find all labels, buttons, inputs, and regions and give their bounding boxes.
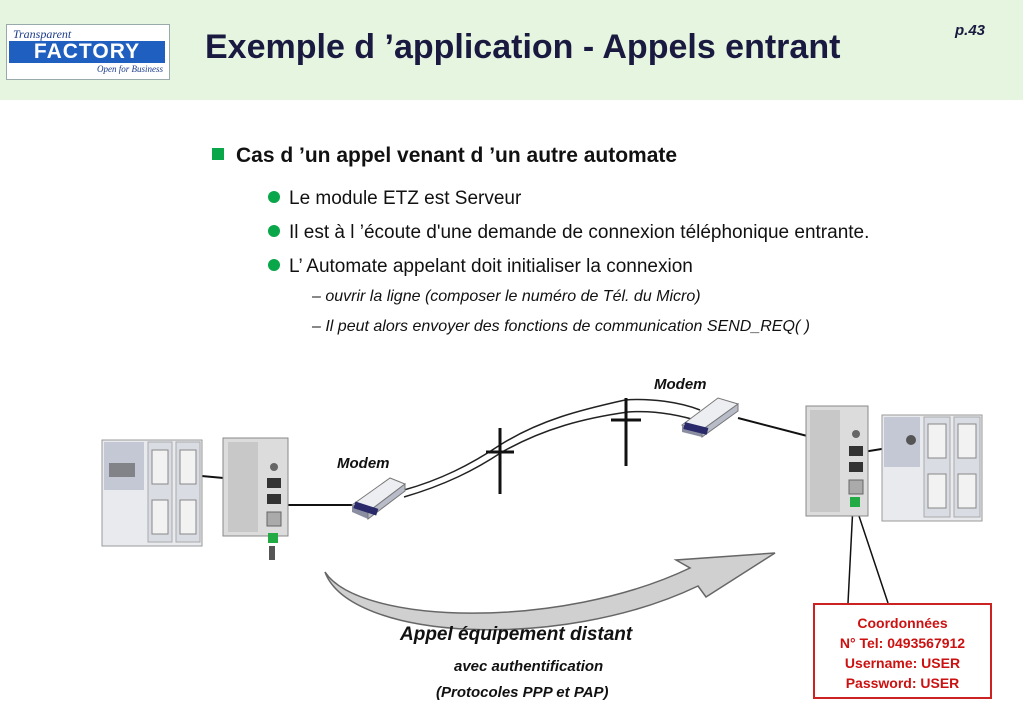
logo-top-text: Transparent bbox=[13, 27, 72, 41]
sub-bullet: – Il peut alors envoyer des fonctions de… bbox=[312, 318, 811, 335]
logo-main-text: FACTORY bbox=[9, 41, 165, 63]
header-band bbox=[0, 0, 1023, 100]
arrow-subcaption-2: (Protocoles PPP et PAP) bbox=[436, 684, 609, 701]
transparent-factory-logo: Transparent FACTORY Open for Business bbox=[6, 24, 170, 80]
sub-bullet: – ouvrir la ligne (composer le numéro de… bbox=[312, 288, 701, 305]
modem-left-icon bbox=[350, 477, 407, 521]
bullet-item: L’ Automate appelant doit initialiser la… bbox=[268, 256, 693, 278]
modem-cable-right bbox=[737, 417, 816, 439]
coordinates-box: Coordonnées N° Tel: 0493567912 Username:… bbox=[813, 603, 992, 699]
plc-rack-right-icon bbox=[881, 414, 983, 522]
round-bullet-icon bbox=[268, 259, 280, 271]
etz-module-left-icon bbox=[222, 437, 289, 560]
callout-line-2 bbox=[847, 504, 854, 604]
slide-title: Exemple d ’application - Appels entrant bbox=[205, 28, 841, 66]
phone-line-1 bbox=[403, 398, 701, 491]
plc-rack-left-icon bbox=[101, 439, 203, 547]
arrow-subcaption-1: avec authentification bbox=[454, 658, 604, 675]
telephone-pole-icon bbox=[611, 398, 641, 466]
bullet-text: L’ Automate appelant doit initialiser la… bbox=[289, 256, 693, 277]
main-bullet: Cas d ’un appel venant d ’un autre autom… bbox=[212, 144, 677, 168]
logo-sub-text: Open for Business bbox=[97, 64, 163, 74]
telephone-pole-icon bbox=[486, 428, 514, 494]
phone-line-2 bbox=[403, 410, 703, 498]
square-bullet-icon bbox=[212, 148, 224, 160]
bullet-text: Le module ETZ est Serveur bbox=[289, 188, 522, 209]
arrow-caption: Appel équipement distant bbox=[400, 624, 633, 645]
coord-password: Password: USER bbox=[845, 675, 960, 691]
modem-label-left: Modem bbox=[337, 455, 390, 472]
bullet-item: Il est à l ’écoute d'une demande de conn… bbox=[268, 222, 869, 244]
round-bullet-icon bbox=[268, 191, 280, 203]
coord-title: Coordonnées bbox=[857, 615, 948, 631]
bullet-text: Il est à l ’écoute d'une demande de conn… bbox=[289, 222, 870, 243]
modem-label-right: Modem bbox=[654, 376, 707, 393]
page-number: p.43 bbox=[955, 22, 986, 39]
coord-username: Username: USER bbox=[844, 655, 961, 671]
main-bullet-text: Cas d ’un appel venant d ’un autre autom… bbox=[236, 144, 678, 167]
etz-module-right-icon bbox=[805, 405, 869, 517]
round-bullet-icon bbox=[268, 225, 280, 237]
coord-phone: N° Tel: 0493567912 bbox=[839, 635, 966, 651]
call-arrow-icon bbox=[324, 552, 776, 631]
bullet-item: Le module ETZ est Serveur bbox=[268, 188, 521, 210]
modem-right-icon bbox=[680, 397, 740, 438]
